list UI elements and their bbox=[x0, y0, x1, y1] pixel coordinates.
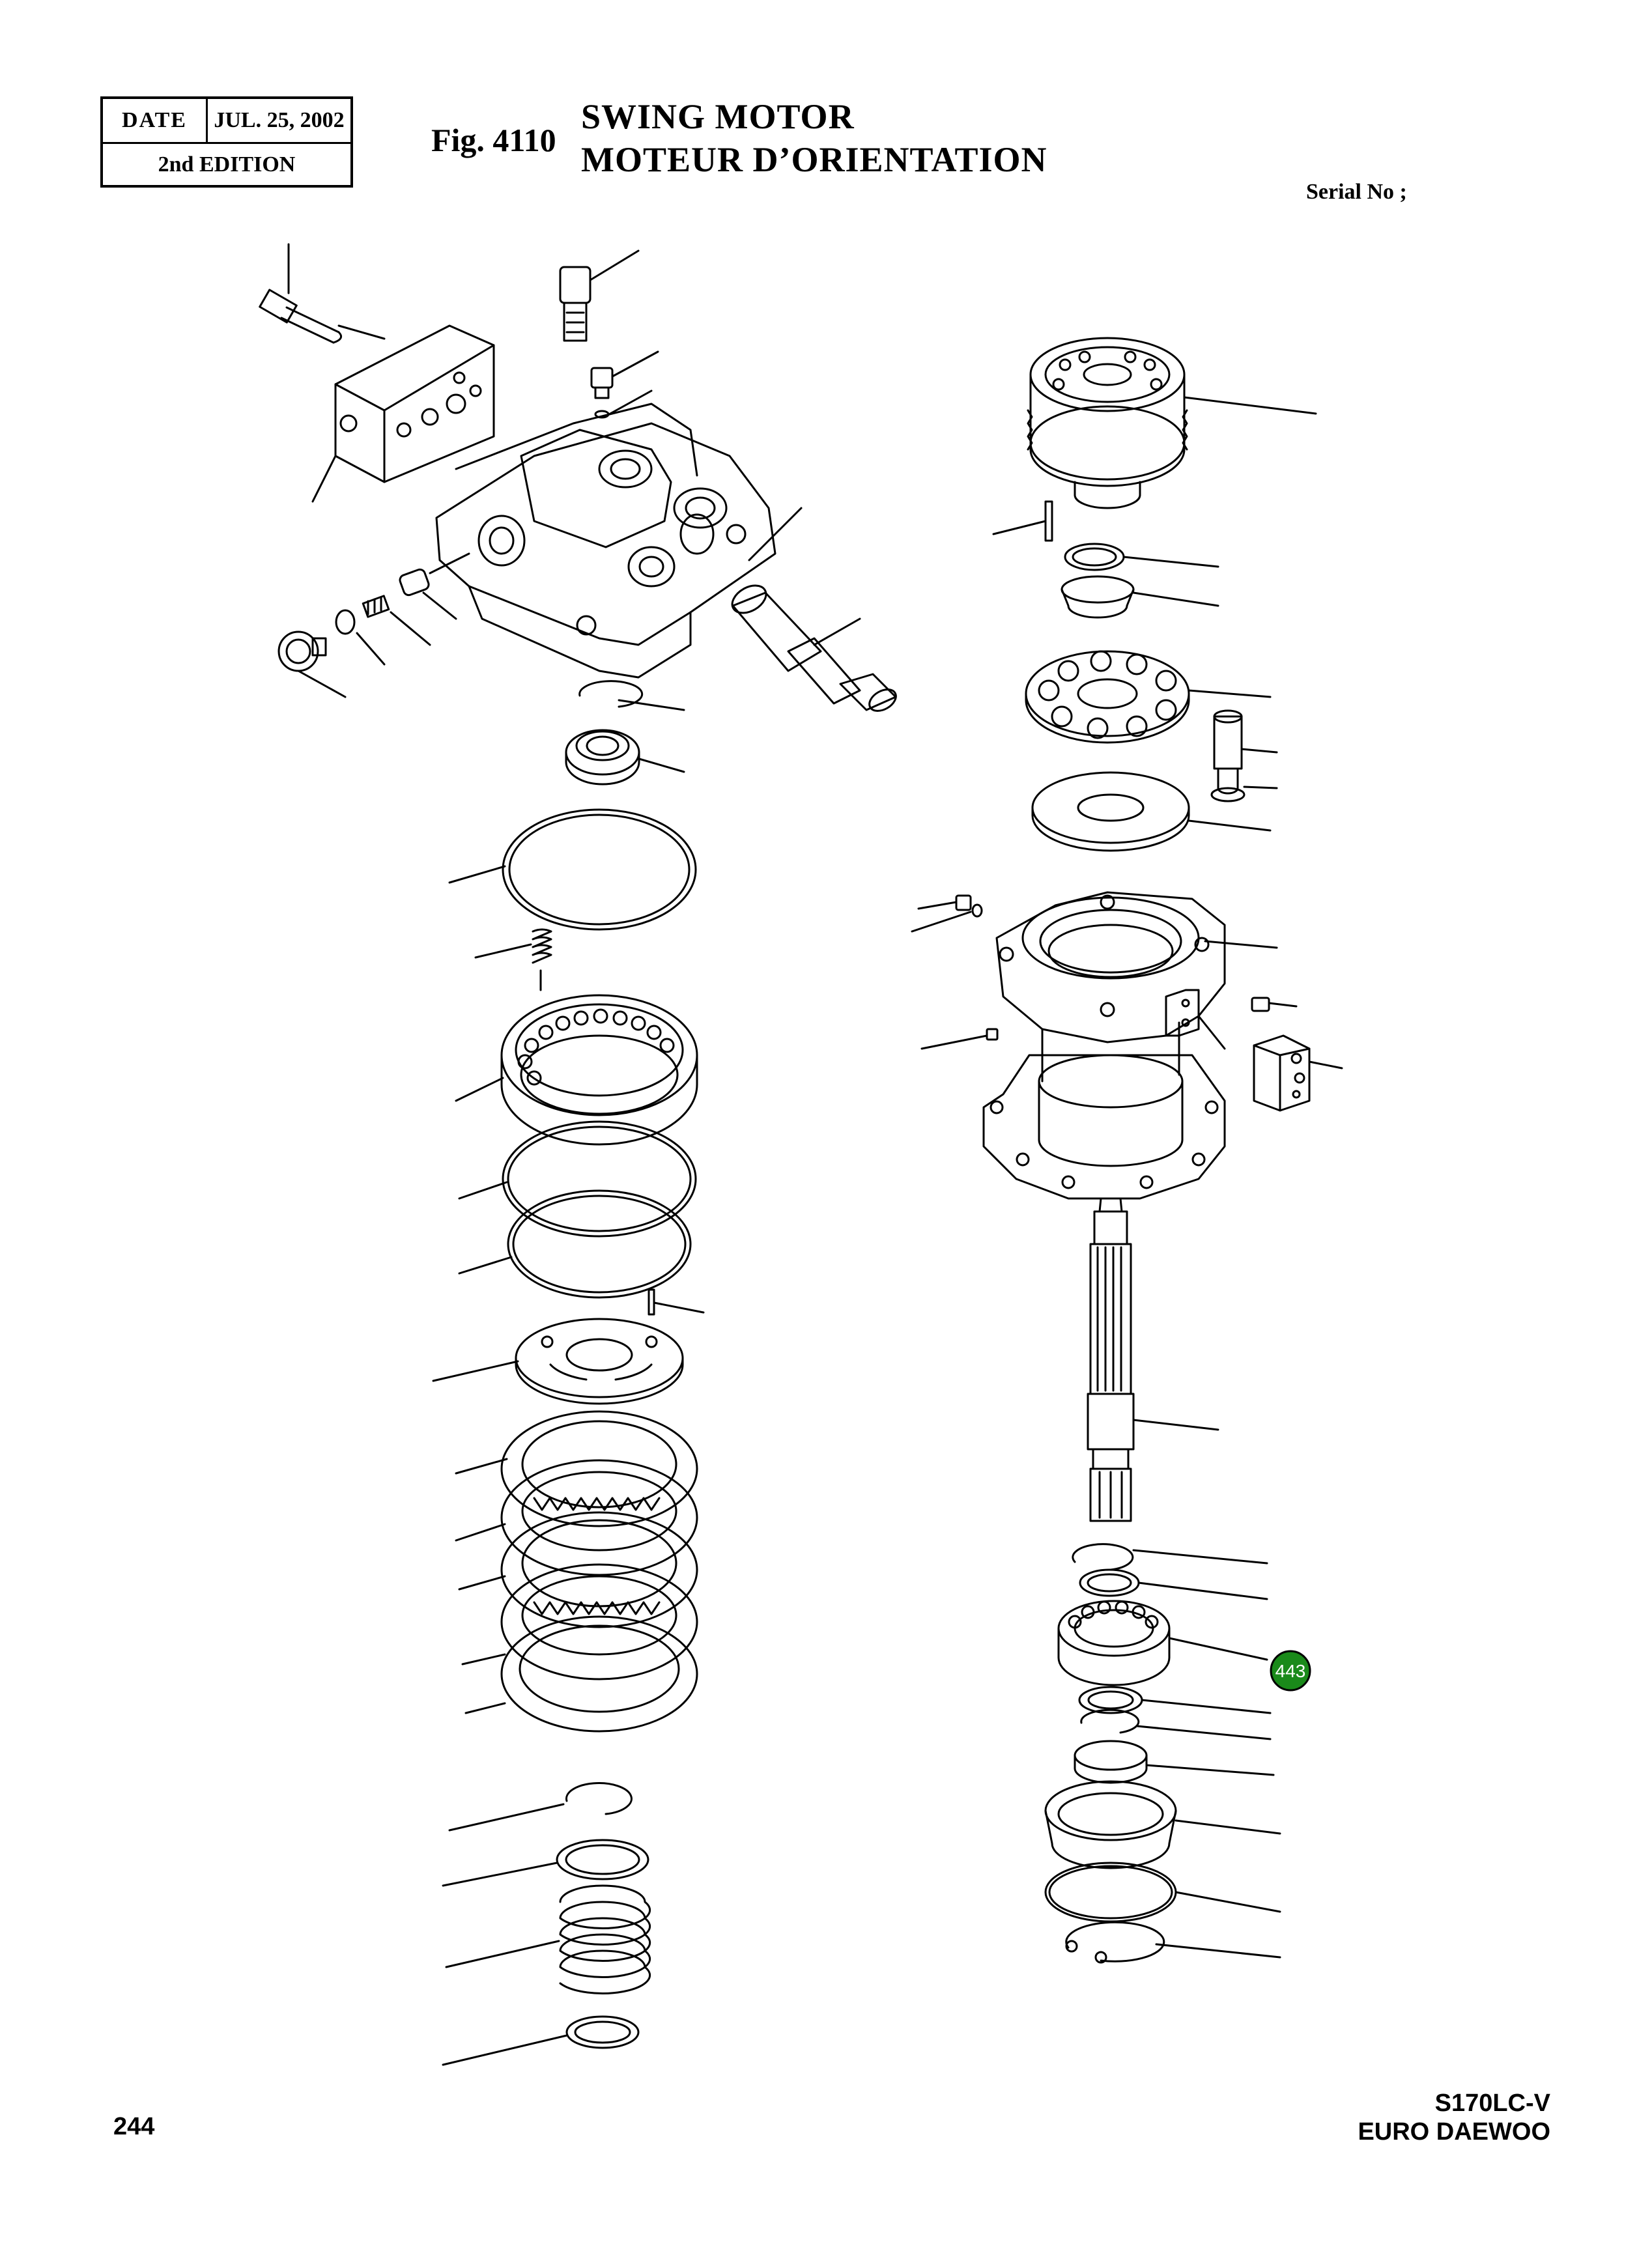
date-row: DATE JUL. 25, 2002 bbox=[103, 99, 350, 144]
roller-bearing bbox=[1057, 1600, 1268, 1686]
needle-bearing-upper bbox=[565, 729, 685, 786]
spring-small bbox=[474, 928, 552, 991]
date-value: JUL. 25, 2002 bbox=[214, 108, 345, 132]
o-ring-right bbox=[1044, 1862, 1281, 1923]
retainer-plate bbox=[1025, 650, 1272, 744]
edition-row: 2nd EDITION bbox=[103, 143, 350, 186]
figure-number: Fig. 4110 bbox=[431, 122, 556, 158]
small-valve-block bbox=[1253, 1034, 1343, 1112]
valve-casing bbox=[435, 403, 803, 679]
date-edition-box: DATE JUL. 25, 2002 2nd EDITION bbox=[100, 96, 353, 188]
housing-flange bbox=[982, 891, 1278, 1200]
cylinder-block bbox=[1027, 337, 1317, 509]
o-ring-large bbox=[448, 808, 697, 931]
swash-plate bbox=[1031, 771, 1272, 852]
snap-ring-lower-right bbox=[1080, 1708, 1272, 1740]
snap-ring-shaft bbox=[1072, 1543, 1268, 1571]
page-number: 244 bbox=[113, 2113, 155, 2140]
callout-label: 443 bbox=[1275, 1661, 1306, 1681]
model-name: S170LC-V bbox=[1434, 2090, 1550, 2117]
hex-bolt-long bbox=[259, 243, 343, 344]
date-label: DATE bbox=[103, 99, 208, 142]
callout-circle bbox=[1270, 1650, 1311, 1692]
nut-small bbox=[920, 1028, 999, 1050]
spacer-ring bbox=[1079, 1568, 1268, 1600]
bracket-plate bbox=[1165, 989, 1226, 1050]
pin-right bbox=[992, 500, 1053, 542]
serial-number-label: Serial No ; bbox=[1306, 180, 1407, 204]
relief-valve-block bbox=[311, 324, 495, 503]
pin-small bbox=[648, 1288, 705, 1316]
output-shaft bbox=[1087, 1197, 1219, 1522]
snap-ring-upper bbox=[578, 680, 685, 711]
cap-screw-top bbox=[559, 249, 640, 342]
spacer-lower bbox=[1078, 1686, 1272, 1714]
piston-shoe bbox=[1210, 709, 1278, 802]
title-english: SWING MOTOR bbox=[581, 97, 855, 136]
snap-ring-bottom-right bbox=[1065, 1921, 1281, 1964]
edition-label: 2nd EDITION bbox=[158, 152, 296, 177]
plug-side bbox=[1251, 997, 1298, 1012]
spring-large bbox=[445, 1884, 651, 1994]
friction-plate-stack bbox=[455, 1410, 698, 1733]
part-callout-badge[interactable]: 443 bbox=[1269, 1649, 1312, 1692]
snap-ring-lower bbox=[448, 1782, 633, 1832]
brand-name: EURO DAEWOO bbox=[1358, 2118, 1550, 2146]
o-ring-pair bbox=[458, 1120, 697, 1299]
collar bbox=[1074, 1740, 1275, 1784]
brake-piston bbox=[455, 994, 698, 1146]
spring-seat-ring bbox=[442, 1839, 649, 1887]
plug-small bbox=[590, 350, 659, 419]
oil-seal bbox=[1044, 1780, 1281, 1869]
spool-shaft bbox=[731, 584, 897, 712]
title-french: MOTEUR D’ORIENTATION bbox=[581, 140, 1047, 179]
spherical-bushing bbox=[1061, 575, 1219, 619]
spring-seat-bottom bbox=[442, 2015, 640, 2066]
retainer-ring-a bbox=[1064, 543, 1219, 571]
valve-plate bbox=[432, 1318, 684, 1405]
plug-housing bbox=[911, 894, 983, 933]
check-plug-set bbox=[278, 552, 470, 698]
